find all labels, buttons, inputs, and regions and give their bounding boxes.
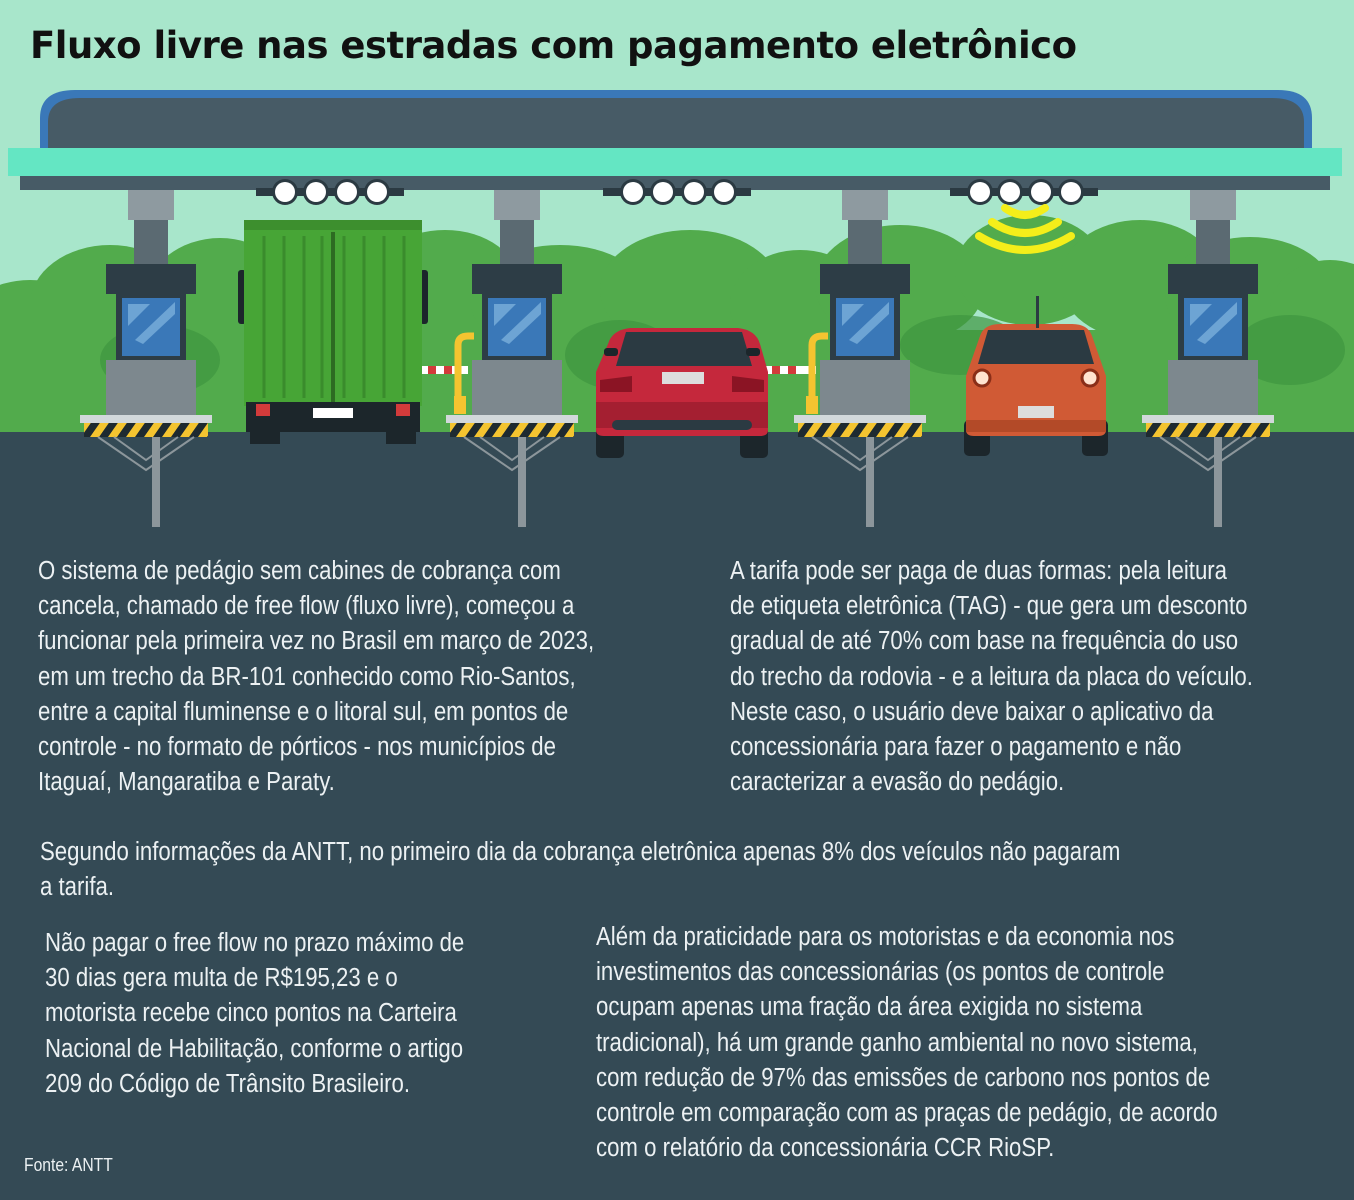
- text-line: Itaguaí, Mangaratiba e Paraty.: [38, 768, 335, 797]
- text-line: concessionária para fazer o pagamento e …: [730, 733, 1182, 762]
- red-car: [596, 328, 768, 458]
- toll-booth: [80, 190, 212, 527]
- road: [0, 432, 1354, 530]
- text-line: investimentos das concessionárias (os po…: [596, 958, 1165, 987]
- text-line: entre a capital fluminense e o litoral s…: [38, 697, 569, 726]
- toll-booth: [794, 190, 926, 527]
- toll-plaza-illustration: [0, 0, 1354, 530]
- gantry-lights: [256, 179, 1098, 205]
- text-line: controle em comparação com as praças de …: [596, 1099, 1218, 1128]
- tag-signal-icon: [975, 204, 1075, 254]
- truck: [238, 220, 428, 444]
- paragraph-antt-statistic: Segundo informações da ANTT, no primeiro…: [40, 835, 1275, 905]
- text-line: com o relatório da concessionária CCR Ri…: [596, 1134, 1055, 1163]
- barrier-arm: [422, 332, 474, 414]
- text-line: 209 do Código de Trânsito Brasileiro.: [45, 1069, 411, 1098]
- toll-booth: [446, 190, 578, 527]
- paragraph-environmental-gain: Além da praticidade para os motoristas e…: [596, 920, 1336, 1166]
- text-line: Não pagar o free flow no prazo máximo de: [45, 929, 465, 957]
- text-line: Além da praticidade para os motoristas e…: [596, 923, 1175, 951]
- text-line: em um trecho da BR-101 conhecido como Ri…: [38, 662, 576, 691]
- paragraph-free-flow-intro: O sistema de pedágio sem cabines de cobr…: [38, 554, 682, 800]
- text-line: caracterizar a evasão do pedágio.: [730, 768, 1065, 797]
- text-line: motorista recebe cinco pontos na Carteir…: [45, 999, 457, 1028]
- page-title: Fluxo livre nas estradas com pagamento e…: [30, 24, 1077, 67]
- text-line: ocupam apenas uma fração da área exigida…: [596, 993, 1143, 1022]
- paragraph-payment-methods: A tarifa pode ser paga de duas formas: p…: [730, 554, 1348, 800]
- text-line: tradicional), há um grande ganho ambient…: [596, 1028, 1198, 1057]
- barrier-arm: [766, 332, 828, 414]
- text-line: Nacional de Habilitação, conforme o arti…: [45, 1034, 464, 1063]
- text-line: A tarifa pode ser paga de duas formas: p…: [730, 557, 1228, 585]
- text-line: O sistema de pedágio sem cabines de cobr…: [38, 557, 561, 585]
- text-line: 30 dias gera multa de R$195,23 e o: [45, 964, 398, 993]
- paragraph-penalty: Não pagar o free flow no prazo máximo de…: [45, 926, 567, 1102]
- text-line: a tarifa.: [40, 873, 114, 902]
- text-line: cancela, chamado de free flow (fluxo liv…: [38, 592, 575, 621]
- toll-gantry: [8, 90, 1342, 190]
- orange-car: [964, 296, 1108, 456]
- text-line: do trecho da rodovia - e a leitura da pl…: [730, 662, 1253, 691]
- source-credit: Fonte: ANTT: [24, 1155, 113, 1175]
- text-line: gradual de até 70% com base na frequênci…: [730, 627, 1239, 656]
- text-line: Neste caso, o usuário deve baixar o apli…: [730, 697, 1214, 726]
- text-line: funcionar pela primeira vez no Brasil em…: [38, 627, 595, 656]
- toll-booth: [1142, 190, 1274, 527]
- text-line: Segundo informações da ANTT, no primeiro…: [40, 838, 1121, 866]
- text-line: com redução de 97% das emissões de carbo…: [596, 1063, 1211, 1092]
- text-line: controle - no formato de pórticos - nos …: [38, 733, 556, 762]
- text-line: de etiqueta eletrônica (TAG) - que gera …: [730, 592, 1248, 621]
